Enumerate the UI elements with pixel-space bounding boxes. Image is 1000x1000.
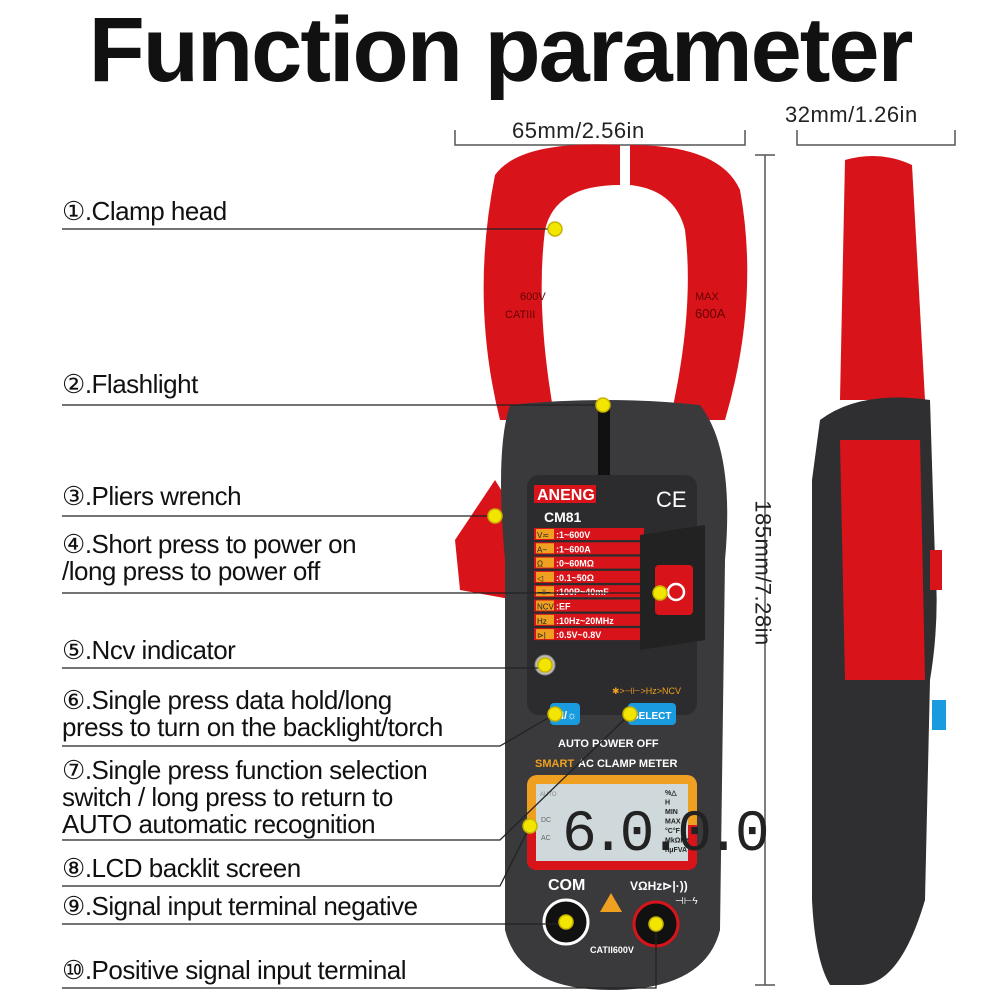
- callout-text: .LCD backlit screen: [84, 853, 301, 883]
- warning-icon: [600, 893, 622, 912]
- lcd-indicator: °C°F: [665, 827, 681, 835]
- power-button[interactable]: [655, 565, 693, 615]
- callout-dots: [487, 221, 668, 932]
- svg-text:DC: DC: [541, 817, 551, 824]
- callout-text: .Pliers wrench: [84, 481, 242, 511]
- ce-mark: CE: [656, 487, 687, 512]
- lcd-indicator: nμFVA: [665, 847, 687, 854]
- callout-label: ⑤.Ncv indicator: [62, 635, 236, 665]
- svg-text:SMART: SMART: [535, 758, 574, 770]
- callout-label: ③.Pliers wrench: [62, 481, 242, 511]
- callout-text: .Flashlight: [84, 369, 199, 399]
- power-icon: [666, 582, 686, 602]
- svg-text:CATIII: CATIII: [505, 309, 535, 321]
- svg-text:AC: AC: [541, 835, 551, 842]
- lcd-reading: 6.0.0.0: [562, 803, 767, 868]
- callout-number: ⑦: [62, 755, 85, 785]
- callout-label: ⑥.Single press data hold/long: [62, 687, 392, 714]
- svg-text:AC CLAMP METER: AC CLAMP METER: [578, 758, 677, 770]
- callout-number: ⑧: [62, 853, 85, 883]
- height-dimension: 185mm/7.28in: [750, 500, 776, 646]
- lcd-screen: [536, 784, 688, 861]
- callout-label: ⑦.Single press function selection: [62, 755, 428, 785]
- spec-value: :1~600V: [556, 530, 590, 540]
- dimension-lines: [454, 130, 956, 986]
- callout-text: .Single press data hold/long: [84, 685, 392, 715]
- spec-value: :1~600A: [556, 544, 591, 554]
- callout-number: ⑤: [62, 635, 85, 665]
- spec-icon: ⊳|: [537, 631, 546, 640]
- callout-text: press to turn on the backlight/torch: [62, 712, 443, 742]
- callout-number: ①: [62, 196, 85, 226]
- callout-number: ③: [62, 481, 85, 511]
- callout-text: .Short press to power on: [84, 529, 357, 559]
- lcd-indicator: MAX: [665, 819, 681, 826]
- callout-number: ⑥: [62, 685, 85, 715]
- spec-icon: NCV: [537, 603, 555, 612]
- callout-number: ⑨: [62, 891, 85, 921]
- spec-value: :0~60MΩ: [556, 559, 594, 569]
- spec-icon: Ω: [537, 560, 543, 569]
- callout-lines: [62, 228, 660, 989]
- callout-text: .Positive signal input terminal: [84, 955, 407, 985]
- svg-text:⊣⊢ϟ: ⊣⊢ϟ: [675, 896, 698, 907]
- model-label: CM81: [544, 509, 582, 525]
- svg-text:600A: 600A: [695, 306, 726, 321]
- svg-text:✱>⊣⊢>Hz>NCV: ✱>⊣⊢>Hz>NCV: [612, 686, 681, 696]
- callout-text: .Signal input terminal negative: [84, 891, 418, 921]
- spec-value: :0.5V~0.8V: [556, 630, 601, 640]
- spec-icon: ◁: [537, 574, 544, 583]
- width-dimension: 65mm/2.56in: [512, 118, 645, 143]
- callout-text: .Clamp head: [84, 196, 227, 226]
- callout-label: ⑩.Positive signal input terminal: [62, 955, 407, 985]
- svg-text:CATII600V: CATII600V: [590, 945, 634, 955]
- callout-label: ④.Short press to power on: [62, 529, 357, 559]
- callout-label: /long press to power off: [62, 558, 320, 585]
- callout-number: ④: [62, 529, 85, 559]
- spec-value: :EF: [556, 602, 571, 612]
- spec-list: V≂:1~600VA~:1~600AΩ:0~60MΩ◁:0.1~50Ω⊣⊢:10…: [534, 528, 644, 641]
- callout-label: AUTO automatic recognition: [62, 809, 376, 839]
- height-dimension-line: [755, 154, 775, 986]
- spec-value: :0.1~50Ω: [556, 573, 594, 583]
- callout-label: ⑧.LCD backlit screen: [62, 855, 301, 882]
- callout-text: .Single press function selection: [84, 755, 428, 785]
- svg-text:600V: 600V: [520, 291, 546, 303]
- lcd-indicator: MkΩHz: [665, 838, 689, 845]
- callout-label: press to turn on the backlight/torch: [62, 714, 443, 741]
- brand-logo: ANENG: [537, 487, 595, 504]
- callout-number: ②: [62, 369, 85, 399]
- callout-number: ⑩: [62, 955, 85, 985]
- callout-text: switch / long press to return to: [62, 782, 393, 812]
- lcd-indicator: H: [665, 800, 670, 807]
- side-view: [812, 156, 946, 985]
- spec-value: :100P~40mF: [556, 587, 609, 597]
- svg-text:MAX: MAX: [695, 291, 720, 303]
- callout-text: AUTO automatic recognition: [62, 809, 376, 839]
- spec-icon: A~: [537, 545, 547, 554]
- callout-label: ②.Flashlight: [62, 371, 198, 398]
- page-title: Function parameter: [88, 0, 914, 101]
- svg-text:SELECT: SELECT: [632, 711, 671, 722]
- depth-dimension: 32mm/1.26in: [785, 102, 918, 127]
- callout-text: .Ncv indicator: [84, 635, 236, 665]
- spec-icon: V≂: [537, 531, 549, 540]
- lcd-indicator: MIN: [665, 809, 678, 816]
- svg-text:COM: COM: [548, 877, 585, 894]
- svg-text:AUTO POWER OFF: AUTO POWER OFF: [558, 738, 659, 750]
- select-button[interactable]: [628, 703, 676, 725]
- lcd-indicator: %△: [665, 790, 677, 797]
- depth-dimension-line: [796, 130, 956, 146]
- callout-label: ①.Clamp head: [62, 198, 227, 225]
- svg-text:AUTO: AUTO: [540, 792, 557, 798]
- spec-icon: Hz: [537, 617, 547, 626]
- spec-value: :10Hz~20MHz: [556, 616, 614, 626]
- callout-label: switch / long press to return to: [62, 784, 393, 811]
- callout-text: /long press to power off: [62, 556, 320, 586]
- callout-label: ⑨.Signal input terminal negative: [62, 893, 418, 920]
- svg-text:VΩHz⊳|·)): VΩHz⊳|·)): [630, 879, 688, 893]
